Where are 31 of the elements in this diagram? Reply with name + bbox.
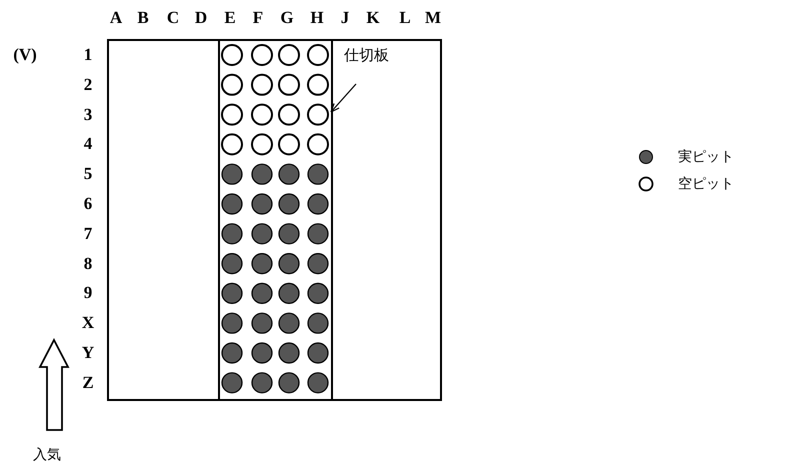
column-label: A [110, 8, 122, 28]
row-label: 8 [84, 254, 92, 274]
partition-line [331, 40, 333, 400]
row-label: 9 [84, 283, 92, 304]
column-label: L [399, 8, 411, 28]
column-label: B [137, 8, 149, 28]
row-label: 5 [84, 164, 92, 184]
column-label: D [194, 8, 208, 28]
column-label: F [252, 8, 264, 28]
row-label: Y [82, 343, 94, 363]
row-label: 4 [84, 134, 92, 154]
legend-label: 実ピット [678, 148, 734, 166]
column-label: E [224, 8, 236, 28]
column-label: K [366, 8, 380, 28]
column-label: C [166, 8, 180, 28]
legend-label: 空ピット [678, 175, 734, 193]
column-label: J [340, 8, 350, 28]
callout-label: 仕切板 [344, 44, 414, 66]
row-label: 6 [84, 194, 92, 214]
column-label: M [424, 8, 442, 28]
row-label: 2 [84, 74, 92, 95]
inlet-label: 入気 [33, 446, 61, 465]
axis-label: (V) [13, 45, 37, 65]
row-label: X [82, 313, 94, 334]
leader-line [330, 84, 356, 113]
row-label: 3 [84, 104, 92, 125]
column-label: H [310, 8, 324, 28]
row-label: 7 [84, 224, 92, 244]
row-label: Z [82, 372, 94, 393]
column-label: G [280, 8, 294, 28]
row-label: 1 [84, 45, 92, 65]
